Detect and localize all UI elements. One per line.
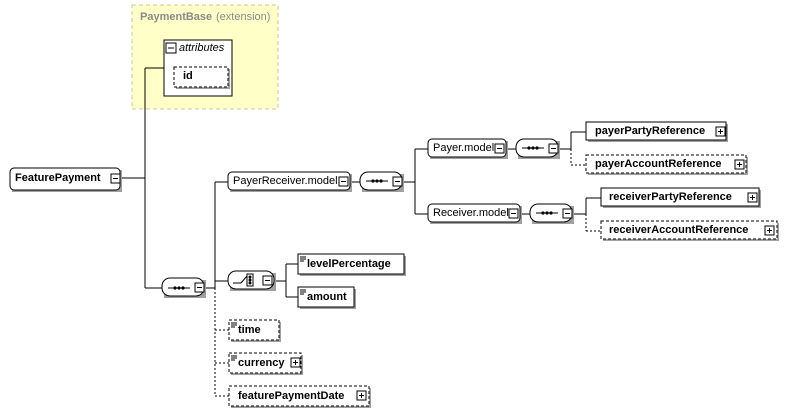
amount-label: amount [307, 291, 347, 303]
optional-connector-lines [214, 149, 601, 397]
payer-party-reference-label: payerPartyReference [595, 125, 706, 137]
attribute-id-label: id [183, 70, 193, 82]
element-box-feature-payment-date[interactable] [228, 385, 370, 407]
currency-label: currency [238, 357, 285, 369]
element-text-icon [231, 355, 237, 361]
root-element-label: FeaturePayment [15, 172, 101, 184]
choice-icon [233, 273, 254, 287]
attributes-label: attributes [179, 42, 225, 54]
element-box-payer-account-reference[interactable] [585, 154, 747, 174]
group-box-payer-receiver[interactable] [227, 171, 351, 191]
element-box-amount[interactable] [297, 286, 355, 308]
payer-receiver-label: PayerReceiver.model [233, 175, 338, 187]
group-box-receiver[interactable] [427, 203, 521, 223]
feature-payment-date-label: featurePaymentDate [238, 390, 345, 402]
element-box-currency[interactable] [228, 352, 302, 374]
payer-model-label: Payer.model [433, 142, 495, 154]
receiver-model-label: Receiver.model [433, 207, 509, 219]
receiver-account-reference-label: receiverAccountReference [609, 224, 749, 236]
element-box-time[interactable] [228, 319, 280, 341]
group-box-payer[interactable] [427, 138, 507, 158]
element-box-receiver-account-reference[interactable] [600, 220, 778, 240]
element-box-receiver-party-reference[interactable] [600, 187, 760, 207]
element-box-level-percentage[interactable] [297, 253, 405, 275]
element-text-icon [231, 322, 237, 328]
element-text-icon [300, 289, 306, 295]
receiver-party-reference-label: receiverPartyReference [609, 191, 732, 203]
payer-account-reference-label: payerAccountReference [595, 158, 722, 170]
time-label: time [238, 324, 261, 336]
element-box-payer-party-reference[interactable] [585, 121, 727, 141]
attribute-id-box[interactable] [173, 66, 229, 88]
extension-base-name: PaymentBase [140, 11, 213, 23]
level-percentage-label: levelPercentage [307, 258, 391, 270]
element-text-icon [300, 256, 306, 262]
extension-kind-label: (extension) [216, 11, 271, 23]
